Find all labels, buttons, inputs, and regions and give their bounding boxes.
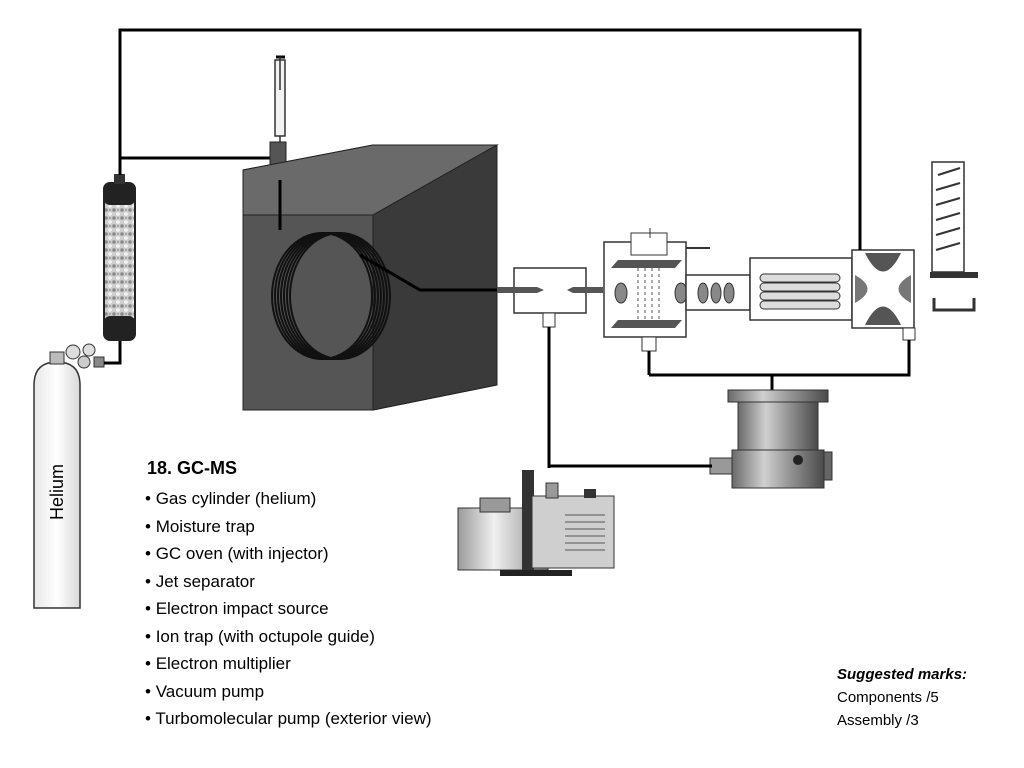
list-item: Ion trap (with octupole guide): [145, 623, 432, 651]
syringe-injector: [269, 55, 287, 181]
suggested-marks: Suggested marks: Components /5 Assembly …: [837, 663, 967, 732]
component-list: Gas cylinder (helium) Moisture trap GC o…: [145, 485, 432, 733]
marks-line: Assembly /3: [837, 712, 919, 729]
list-item: Moisture trap: [145, 513, 432, 541]
marks-line: Components /5: [837, 689, 939, 706]
list-item: Turbomolecular pump (exterior view): [145, 705, 431, 733]
ion-lens-stack: [685, 274, 751, 311]
gas-line: [104, 338, 122, 365]
diagram-title: 18. GC-MS: [147, 458, 238, 478]
list-item: Vacuum pump: [145, 678, 432, 706]
list-item: GC oven (with injector): [145, 540, 432, 568]
vacuum-pump: [457, 470, 615, 576]
list-item: Electron impact source: [145, 595, 432, 623]
gc-column-coil: [271, 232, 391, 360]
moisture-trap: [103, 174, 136, 341]
carrier-gas-lines: [118, 28, 862, 250]
list-item: Electron multiplier: [145, 650, 432, 678]
cylinder-label: Helium: [47, 464, 67, 520]
gas-cylinder: Helium: [33, 343, 105, 609]
electron-impact-source: [603, 228, 710, 375]
electron-multiplier: [930, 161, 978, 312]
ion-trap: [649, 232, 916, 390]
list-item: Jet separator: [145, 568, 432, 596]
list-item: Gas cylinder (helium): [145, 485, 432, 513]
turbomolecular-pump: [549, 389, 833, 489]
octupole-guide: [749, 257, 853, 321]
gc-oven: [242, 144, 499, 411]
jet-separator: [497, 267, 603, 468]
marks-title: Suggested marks:: [837, 666, 968, 683]
